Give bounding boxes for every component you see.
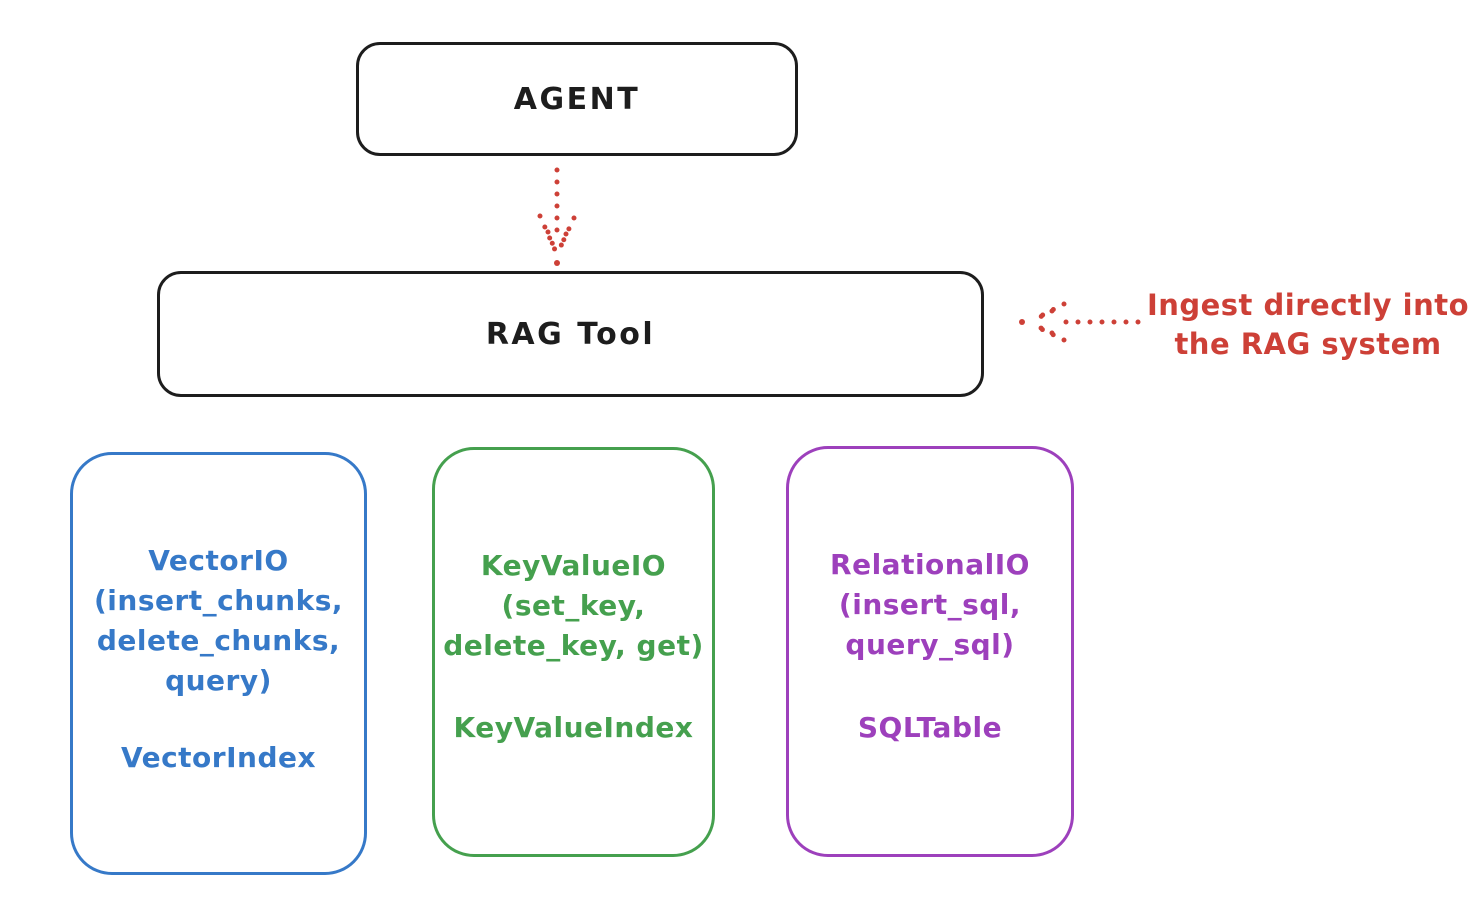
store-line: query_sql): [845, 628, 1015, 661]
store-line: (set_key,: [501, 589, 646, 622]
relational-io-node: RelationalIO (insert_sql, query_sql) SQL…: [786, 446, 1074, 857]
store-line: query): [165, 664, 272, 697]
keyvalue-io-node: KeyValueIO (set_key, delete_key, get) Ke…: [432, 447, 715, 857]
vector-index-label: VectorIndex: [120, 741, 317, 774]
relational-io-description: RelationalIO (insert_sql, query_sql): [830, 545, 1030, 665]
store-line: (insert_chunks,: [94, 584, 343, 617]
arrow-down-icon: [537, 167, 577, 266]
vector-io-node: VectorIO (insert_chunks, delete_chunks, …: [70, 452, 367, 875]
rag-tool-label: RAG Tool: [485, 316, 656, 352]
arrow-left-icon: [1019, 301, 1141, 343]
agent-node: AGENT: [356, 42, 798, 156]
vector-io-description: VectorIO (insert_chunks, delete_chunks, …: [94, 541, 343, 701]
agent-label: AGENT: [513, 81, 641, 117]
ingest-annotation-line1: Ingest directly into: [1146, 288, 1470, 322]
store-line: VectorIO: [148, 544, 289, 577]
rag-tool-node: RAG Tool: [157, 271, 984, 397]
ingest-annotation-line2: the RAG system: [1174, 327, 1442, 361]
store-line: RelationalIO: [830, 548, 1030, 581]
store-line: KeyValueIO: [480, 549, 667, 582]
store-line: delete_key, get): [443, 629, 704, 662]
store-line: delete_chunks,: [96, 624, 341, 657]
keyvalue-index-label: KeyValueIndex: [453, 711, 694, 744]
sql-table-label: SQLTable: [857, 711, 1003, 744]
ingest-annotation: Ingest directly into the RAG system: [1138, 286, 1478, 364]
store-line: (insert_sql,: [838, 588, 1022, 621]
keyvalue-io-description: KeyValueIO (set_key, delete_key, get): [443, 546, 704, 666]
